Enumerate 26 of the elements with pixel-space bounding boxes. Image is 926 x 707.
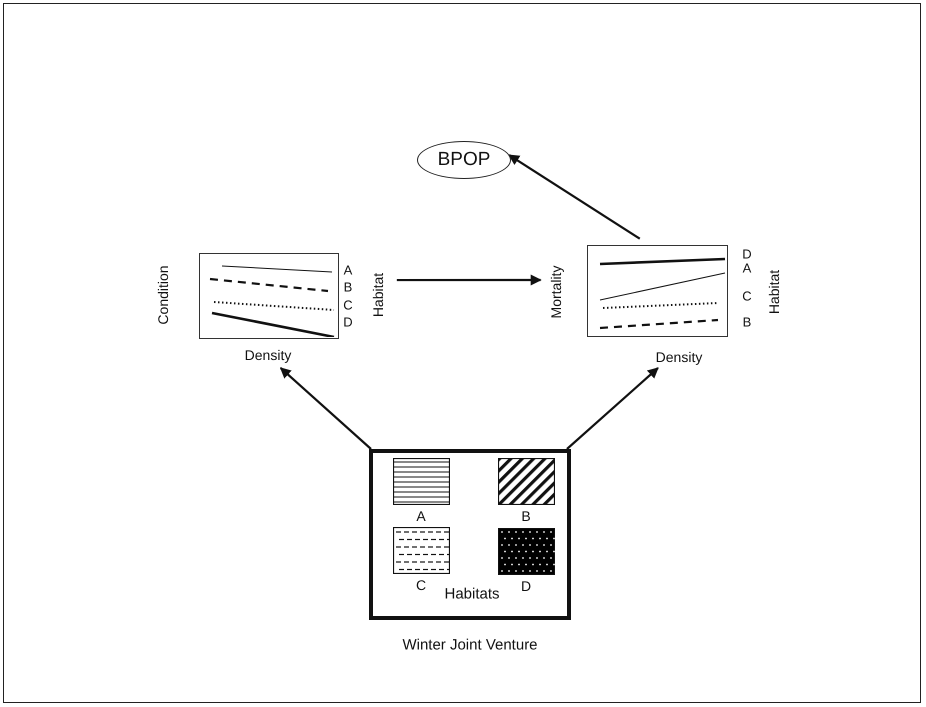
habitat-letter: B	[521, 509, 531, 523]
series-label: D	[343, 316, 353, 328]
series-label: B	[742, 316, 752, 328]
arrow	[566, 367, 659, 450]
habitat-box	[369, 449, 571, 620]
oval-node: BPOP	[417, 141, 511, 179]
series-label: A	[742, 262, 752, 274]
series-label: D	[742, 248, 752, 260]
legend-title: Habitat	[767, 270, 781, 314]
axis-title: Condition	[156, 265, 170, 325]
axis-title: Density	[244, 348, 292, 362]
box-title: Habitats	[444, 586, 500, 602]
habitat-letter: A	[416, 509, 426, 523]
habitat-letter: C	[416, 578, 426, 592]
axis-title: Mortality	[549, 266, 563, 318]
legend-title: Habitat	[371, 272, 385, 318]
series-label: C	[343, 298, 353, 312]
arrow	[508, 154, 640, 240]
arrow	[280, 367, 372, 450]
node-label: Winter Joint Venture	[402, 638, 538, 652]
series-label: A	[344, 264, 352, 276]
arrow	[396, 274, 542, 286]
series-label: B	[344, 280, 352, 294]
series-label: C	[742, 290, 752, 302]
habitat-letter: D	[520, 579, 532, 593]
axis-title: Density	[656, 350, 702, 364]
